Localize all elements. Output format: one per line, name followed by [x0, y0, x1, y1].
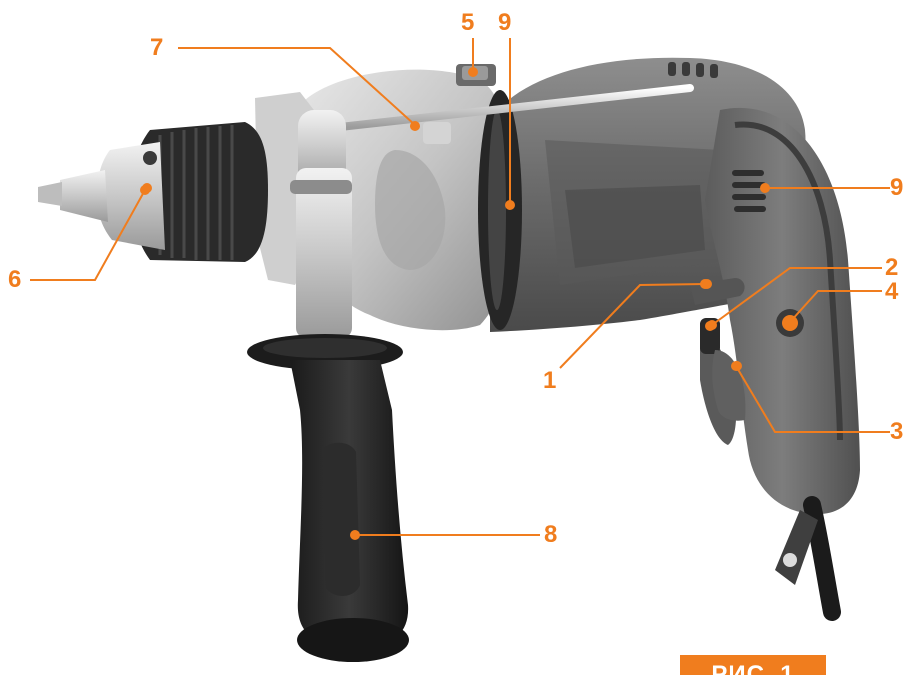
collar-ring — [478, 90, 522, 330]
figure-caption-text: РИС. 1 — [711, 661, 795, 675]
callout-leaders — [30, 38, 890, 536]
auxiliary-handle — [247, 334, 409, 662]
top-vents — [668, 62, 718, 78]
callout-anchors — [140, 67, 795, 540]
callout-7: 7 — [150, 34, 164, 61]
pistol-grip — [700, 107, 860, 515]
callout-3: 3 — [890, 418, 904, 445]
callout-8: 8 — [544, 521, 558, 548]
callout-9-top: 9 — [498, 9, 512, 36]
callout-4: 4 — [885, 278, 899, 305]
callout-5: 5 — [461, 9, 475, 36]
callout-9-side: 9 — [890, 174, 904, 201]
side-vents — [732, 170, 766, 212]
power-cable — [775, 496, 841, 621]
callout-6: 6 — [8, 266, 22, 293]
auxiliary-handle-clamp — [255, 92, 352, 338]
callout-2: 2 — [885, 254, 899, 281]
drill-chuck — [38, 122, 268, 262]
figure-caption: РИС. 1 — [680, 655, 826, 675]
callout-1: 1 — [543, 367, 557, 394]
